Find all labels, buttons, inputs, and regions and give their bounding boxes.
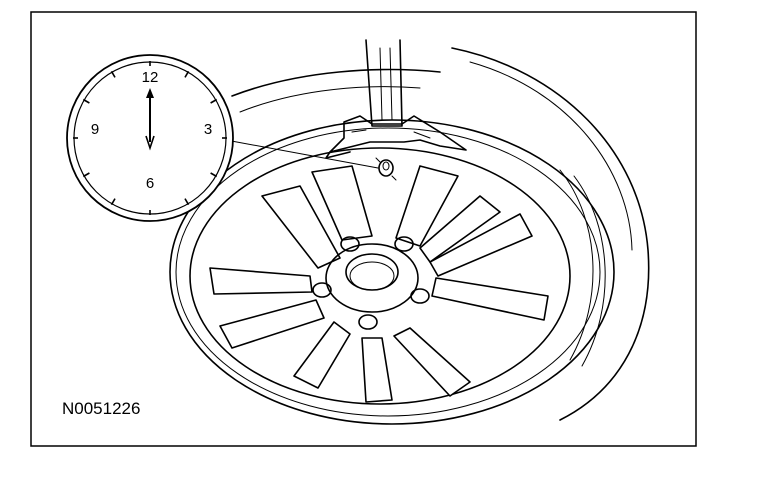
wheel-spokes — [209, 165, 549, 403]
clock-face: 12 3 6 9 — [66, 54, 234, 222]
clock-tick — [110, 70, 116, 78]
lug-hole — [312, 282, 332, 298]
clock-tick — [184, 198, 190, 206]
reference-code: N0051226 — [62, 399, 140, 418]
clock-number-6: 6 — [146, 175, 154, 192]
clock-number-12: 12 — [142, 69, 159, 86]
lug-hole — [394, 236, 414, 252]
wheel-hub — [312, 236, 430, 330]
clock-hand — [145, 88, 155, 151]
lug-hole — [410, 288, 430, 304]
clock-tick — [82, 172, 90, 178]
lug-hole — [358, 314, 378, 330]
clock-number-3: 3 — [204, 121, 212, 138]
clock-ticks — [73, 61, 227, 215]
clock-tick — [110, 198, 116, 206]
leader-line — [225, 139, 379, 169]
tire-tool — [325, 39, 467, 159]
valve-stem — [375, 157, 397, 181]
clock-tick — [82, 98, 90, 104]
clock-tick — [210, 172, 218, 178]
figure-border — [30, 11, 697, 447]
clock-tick — [184, 70, 190, 78]
clock-tick — [210, 98, 218, 104]
clock-number-9: 9 — [91, 121, 99, 138]
lug-hole — [340, 236, 360, 252]
